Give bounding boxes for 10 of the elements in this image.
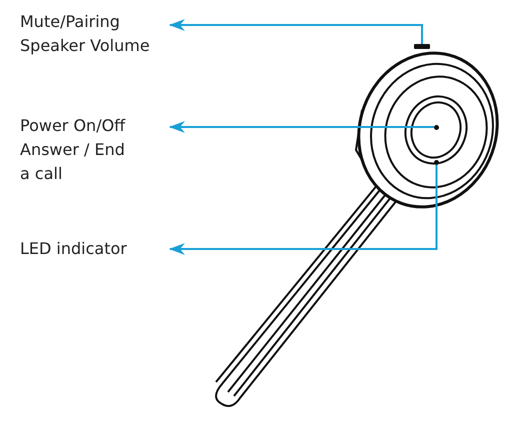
callout-label: Speaker Volume: [20, 35, 150, 57]
button: [434, 125, 439, 130]
leader-line: [169, 165, 438, 255]
leader-line: [169, 19, 423, 44]
callout-label: LED indicator: [20, 237, 170, 261]
callout-label: Power On/Off Answer / End a call: [20, 114, 170, 186]
led-light: [434, 160, 439, 165]
callout-label: Mute/Pairing: [20, 11, 120, 33]
button: [414, 44, 430, 49]
leader-line: [169, 121, 434, 133]
